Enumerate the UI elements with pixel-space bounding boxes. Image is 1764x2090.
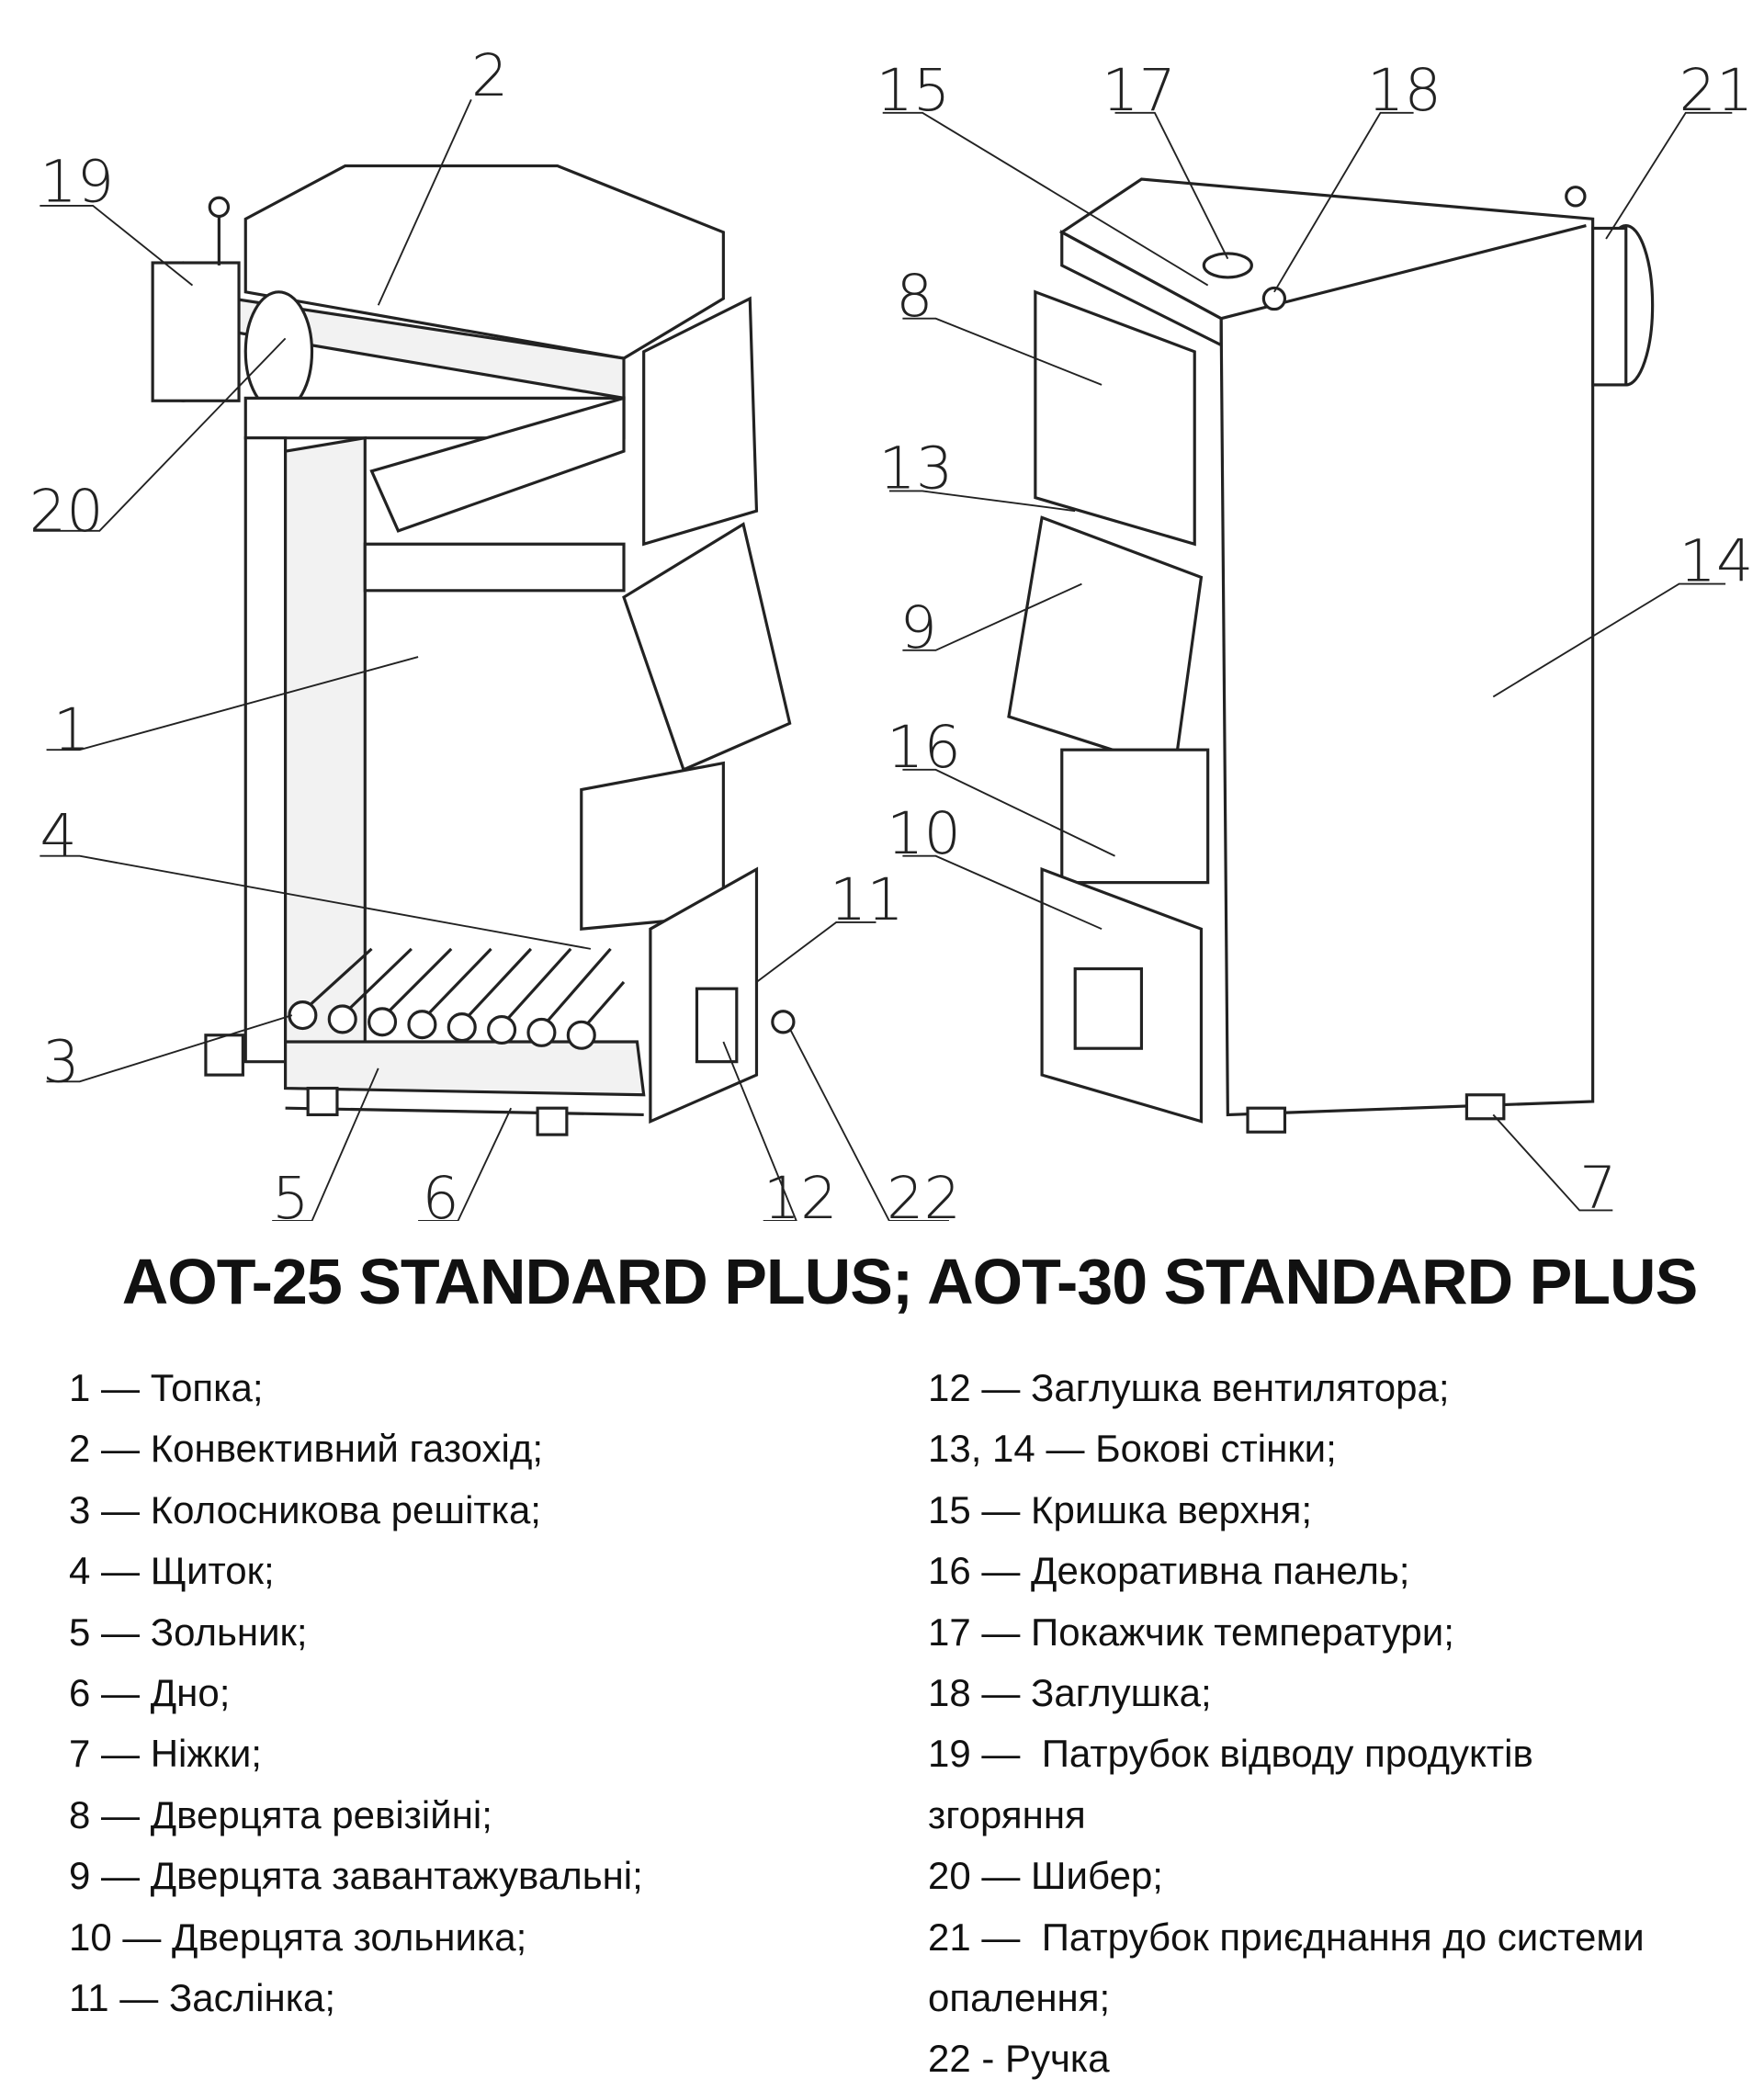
callout-2: 2 — [471, 41, 508, 109]
legend-item: 17 — Покажчик температури; — [928, 1610, 1454, 1654]
callout-19: 19 — [40, 148, 114, 216]
callout-18: 18 — [1367, 56, 1442, 124]
legend-item: 7 — Ніжки; — [69, 1732, 262, 1776]
callout-11: 11 — [830, 865, 904, 933]
callout-13: 13 — [878, 435, 953, 503]
callout-12: 12 — [763, 1164, 838, 1221]
legend-item: 4 — Щиток; — [69, 1549, 275, 1593]
grate-bars — [288, 947, 626, 1050]
callout-10: 10 — [887, 799, 961, 867]
callout-15: 15 — [876, 56, 950, 124]
legend-item: 9 — Дверцята завантажувальні; — [69, 1854, 643, 1898]
left-boiler-cutaway — [151, 164, 796, 1136]
callout-1: 1 — [53, 695, 90, 763]
callout-7: 7 — [1579, 1154, 1616, 1221]
legend-item: 1 — Топка; — [69, 1366, 264, 1409]
callout-14: 14 — [1679, 527, 1754, 595]
callout-3: 3 — [42, 1027, 79, 1095]
callout-20: 20 — [29, 477, 104, 545]
legend-item: 11 — Заслінка; — [69, 1976, 336, 2020]
right-boiler-exterior — [1007, 177, 1655, 1134]
legend-item: 22 - Ручка — [928, 2037, 1110, 2081]
boiler-diagram: 1 2 3 4 5 6 7 8 9 10 11 12 13 14 15 16 1… — [29, 41, 1754, 1221]
legend-item: 16 — Декоративна панель; — [928, 1549, 1410, 1593]
legend-item: 15 — Кришка верхня; — [928, 1487, 1313, 1531]
legend-item: 20 — Шибер; — [928, 1854, 1163, 1898]
callout-21: 21 — [1679, 56, 1754, 124]
callout-5: 5 — [272, 1164, 309, 1221]
legend-item: 19 — Патрубок відводу продуктів — [928, 1732, 1533, 1776]
legend-item: 8 — Дверцята ревізійні; — [69, 1792, 492, 1836]
model-title: AOT-25 STANDARD PLUS; AOT-30 STANDARD PL… — [121, 1246, 1699, 1317]
callout-22: 22 — [887, 1164, 961, 1221]
callout-6: 6 — [422, 1164, 458, 1221]
legend-item-continuation: опалення; — [928, 1976, 1111, 2020]
callout-8: 8 — [896, 262, 933, 330]
callout-16: 16 — [887, 713, 961, 781]
callout-17: 17 — [1102, 56, 1176, 124]
legend-left-column: 1 — Топка; 2 — Конвективний газохід; 3 —… — [69, 1358, 643, 2028]
callout-9: 9 — [900, 593, 937, 661]
legend-item: 13, 14 — Бокові стінки; — [928, 1427, 1337, 1471]
legend-item: 10 — Дверцята зольника; — [69, 1915, 527, 1959]
legend-item: 3 — Колосникова решітка; — [69, 1487, 541, 1531]
callout-4: 4 — [40, 802, 76, 870]
legend-item: 2 — Конвективний газохід; — [69, 1427, 544, 1471]
legend-item: 12 — Заглушка вентилятора; — [928, 1366, 1450, 1409]
legend-item: 21 — Патрубок приєднання до системи — [928, 1915, 1645, 1959]
legend-item: 6 — Дно; — [69, 1671, 231, 1715]
legend-item-continuation: згоряння — [928, 1792, 1086, 1836]
legend-item: 5 — Зольник; — [69, 1610, 308, 1654]
legend-right-column: 12 — Заглушка вентилятора; 13, 14 — Боко… — [928, 1358, 1755, 2090]
callout-numbers: 1 2 3 4 5 6 7 8 9 10 11 12 13 14 15 16 1… — [29, 41, 1754, 1221]
leader-lines — [33, 98, 1733, 1221]
legend-item: 18 — Заглушка; — [928, 1671, 1212, 1715]
